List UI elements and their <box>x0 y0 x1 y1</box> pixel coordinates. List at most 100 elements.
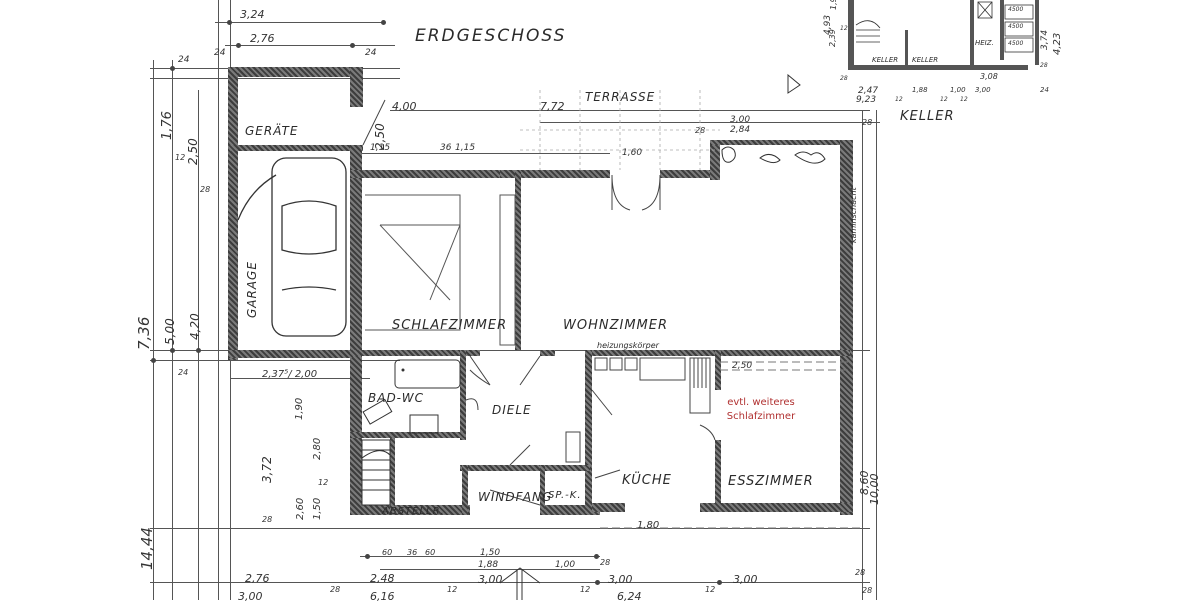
dim-line <box>360 556 600 557</box>
tank-label: 4500 <box>1008 6 1024 13</box>
dim-12: 12 <box>705 585 716 594</box>
dim-4-20: 4,20 <box>188 313 202 340</box>
dim-1-15: 1,15 <box>370 143 391 153</box>
wall <box>350 505 470 515</box>
wall <box>228 145 363 151</box>
wall <box>715 440 721 510</box>
dim-marker <box>595 580 600 585</box>
dim-3-00: 3,00 <box>975 86 991 94</box>
dim-28: 28 <box>200 185 211 194</box>
room-label-keller-2: KELLER <box>912 56 939 64</box>
dim-28: 28 <box>840 75 848 82</box>
dim-7-36: 7,36 <box>135 316 153 350</box>
dim-12: 12 <box>940 96 948 103</box>
room-label-geraete: GERÄTE <box>245 124 299 138</box>
dim-28: 28 <box>862 586 873 595</box>
dim-2-50: 2,50 <box>732 361 753 371</box>
dim-2-80: 2,80 <box>312 437 323 460</box>
drawing-title: ERDGESCHOSS <box>415 26 567 46</box>
wall <box>350 170 510 178</box>
room-label-esszimmer: ESSZIMMER <box>728 474 814 489</box>
dim-marker <box>196 348 201 353</box>
dim-3-00: 3,00 <box>238 590 263 603</box>
dim-3-72: 3,72 <box>260 456 274 483</box>
tank-label: 4500 <box>1008 23 1024 30</box>
dim-6-24: 6,24 <box>617 590 642 603</box>
tank-label: 4500 <box>1008 40 1024 47</box>
dim-line <box>150 350 870 351</box>
dim-line <box>215 22 385 23</box>
wall <box>460 350 466 440</box>
dim-1-88: 1,88 <box>478 560 499 570</box>
room-label-abstellraum: ABSTELLR. <box>382 506 445 517</box>
red-note-additional-bedroom: evtl. weiteres Schlafzimmer <box>716 396 806 424</box>
dim-28: 28 <box>855 568 866 577</box>
room-label-kueche: KÜCHE <box>622 473 672 488</box>
dim-10-00: 10,00 <box>868 473 881 506</box>
room-label-windfang: WINDFANG <box>478 490 553 504</box>
room-label-bad-wc: BAD-WC <box>368 391 425 405</box>
dim-line <box>150 360 400 361</box>
dim-24: 24 <box>365 48 377 58</box>
dim-1-00: 1,00 <box>555 560 576 570</box>
dim-1-92: 1,92 <box>829 0 838 10</box>
dim-24: 24 <box>214 48 226 58</box>
dim-1-50: 1,50 <box>480 548 501 558</box>
wall <box>462 465 468 515</box>
dim-marker <box>594 554 599 559</box>
wall <box>540 505 600 515</box>
wall <box>540 350 555 356</box>
room-label-wohnzimmer: WOHNZIMMER <box>563 318 669 333</box>
dim-3-08: 3,08 <box>980 72 998 81</box>
dim-marker <box>151 358 156 363</box>
dim-1-76: 1,76 <box>160 111 175 140</box>
dim-7-72: 7,72 <box>540 100 565 113</box>
dim-2-50: 2,50 <box>373 123 387 150</box>
dim-line <box>876 110 877 600</box>
red-note-line2: Schlafzimmer <box>726 411 796 422</box>
wall <box>540 465 545 510</box>
dim-line <box>218 0 219 600</box>
wall <box>515 170 521 350</box>
dim-line <box>390 110 870 111</box>
dim-1-60: 1,60 <box>622 148 643 158</box>
dim-12: 12 <box>447 585 458 594</box>
dim-14-44: 14,44 <box>138 527 156 570</box>
dim-line <box>862 110 863 600</box>
dim-3-00: 3,00 <box>608 573 633 586</box>
dim-1-80: 1,80 <box>637 520 660 531</box>
wall <box>228 350 353 358</box>
dim-4-23: 4,23 <box>1052 32 1063 55</box>
wall <box>350 432 465 438</box>
dim-60: 60 <box>382 548 393 557</box>
dim-marker <box>365 554 370 559</box>
dim-28: 28 <box>1040 62 1048 69</box>
dim-2-50: 2,50 <box>186 138 200 165</box>
entrance-arrow-icon <box>499 567 541 600</box>
dim-28: 28 <box>330 585 341 594</box>
dim-line <box>153 60 154 600</box>
room-label-garage: GARAGE <box>245 261 259 318</box>
room-label-terrasse: TERRASSE <box>585 90 656 104</box>
dim-marker <box>227 20 232 25</box>
wall <box>700 503 853 512</box>
room-label-heizung: HEIZ. <box>975 39 994 47</box>
dim-12: 12 <box>580 585 591 594</box>
dim-2-76: 2,76 <box>250 32 275 45</box>
dim-24: 24 <box>178 368 189 377</box>
dim-1-00: 1,00 <box>950 86 966 94</box>
dim-28: 28 <box>600 558 611 567</box>
label-kaminschacht: kaminschacht <box>849 187 858 243</box>
dim-2-39: 2,39 <box>828 29 837 47</box>
wall <box>715 350 721 390</box>
dim-28: 28 <box>862 118 873 127</box>
wall <box>660 170 720 178</box>
dim-line <box>150 78 400 79</box>
wall <box>500 170 610 178</box>
dim-12: 12 <box>318 478 329 487</box>
dim-6-16: 6,16 <box>370 590 395 603</box>
dim-9-23: 9,23 <box>856 95 877 105</box>
wall <box>710 140 850 145</box>
car-icon <box>237 157 347 337</box>
